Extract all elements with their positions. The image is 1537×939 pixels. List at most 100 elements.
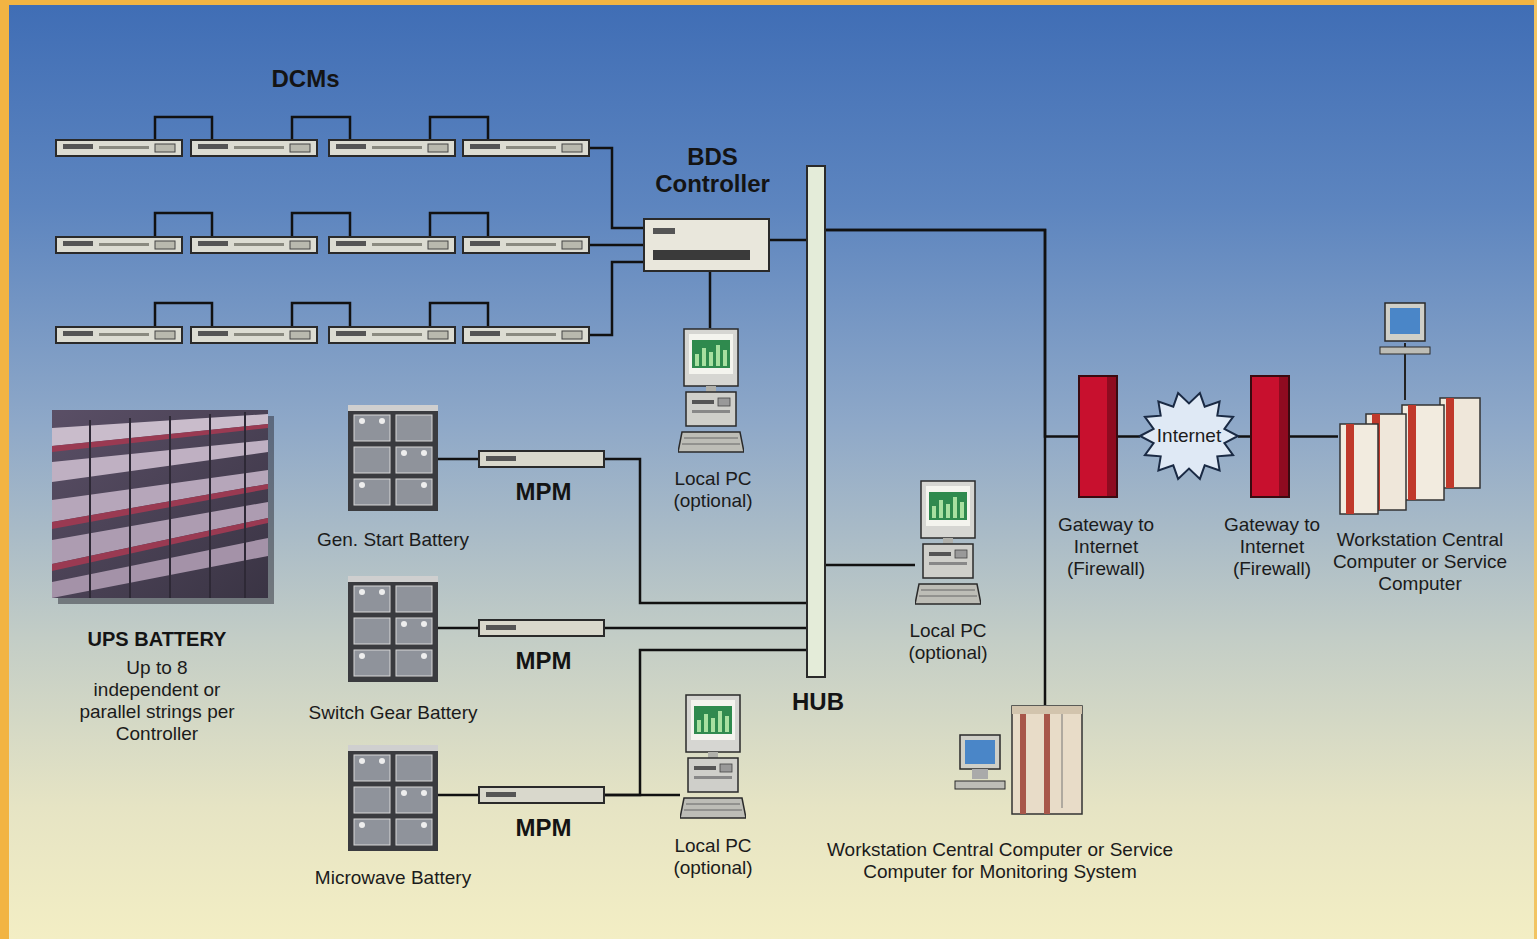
dcm-jumper bbox=[155, 213, 212, 236]
wire bbox=[590, 244, 643, 247]
wire bbox=[605, 650, 806, 795]
dcm-module bbox=[56, 140, 182, 156]
label-block: BDS Controller bbox=[638, 143, 788, 198]
dcm-jumper bbox=[430, 303, 488, 326]
device-label: Local PC (optional) bbox=[900, 620, 996, 664]
dcm-module bbox=[329, 140, 455, 156]
label-block: Local PC (optional) bbox=[665, 468, 761, 512]
ups-photo bbox=[52, 410, 274, 604]
wire bbox=[438, 458, 478, 461]
dcm-jumper bbox=[430, 117, 488, 139]
workstation-picture bbox=[1380, 347, 1430, 354]
dcm-module bbox=[56, 237, 182, 253]
wire bbox=[1118, 435, 1140, 438]
mpm-module: MPM bbox=[478, 450, 605, 468]
device-label: Internet bbox=[1157, 425, 1221, 447]
label-block: Microwave Battery bbox=[298, 867, 488, 889]
device-label: BDS Controller bbox=[638, 143, 788, 198]
workstation-picture bbox=[955, 781, 1005, 789]
ups-photo bbox=[90, 412, 245, 598]
device-label: Local PC (optional) bbox=[665, 468, 761, 512]
device-label: HUB bbox=[773, 688, 863, 716]
ups-photo bbox=[169, 416, 171, 598]
label-block: Switch Gear Battery bbox=[298, 702, 488, 724]
workstation: Workstation Central Computer or Service … bbox=[1338, 300, 1482, 515]
firewall-gateway: Gateway to Internet (Firewall) bbox=[1078, 375, 1118, 498]
ups-photo bbox=[129, 418, 131, 598]
label-block: DCMs bbox=[236, 65, 376, 93]
dcm-group: DCMs bbox=[55, 117, 590, 344]
local-pc: Local PC (optional) bbox=[915, 480, 981, 610]
wire bbox=[605, 627, 806, 630]
ups-battery: UPS BATTERYUp to 8 independent or parall… bbox=[52, 410, 268, 598]
wire bbox=[1238, 435, 1250, 438]
device-label: MPM bbox=[494, 814, 594, 842]
dcm-jumper bbox=[292, 213, 350, 236]
pc-picture bbox=[678, 329, 981, 818]
label-block: UPS BATTERYUp to 8 independent or parall… bbox=[72, 628, 242, 744]
label-block: Workstation Central Computer or Service … bbox=[1328, 529, 1513, 595]
workstation-picture bbox=[965, 740, 995, 764]
dcm-jumper bbox=[430, 213, 488, 236]
wire bbox=[770, 239, 806, 242]
wire bbox=[826, 230, 1045, 705]
wire bbox=[438, 794, 478, 797]
workstation: Workstation Central Computer or Service … bbox=[955, 705, 1085, 817]
workstation-picture bbox=[1408, 405, 1416, 500]
wire bbox=[826, 564, 915, 567]
internet-cloud: Internet bbox=[1140, 392, 1238, 480]
battery-picture bbox=[348, 745, 438, 851]
dcm-module bbox=[463, 327, 589, 343]
device-label: Local PC (optional) bbox=[665, 835, 761, 879]
dcm-module bbox=[191, 237, 317, 253]
device-label: MPM bbox=[494, 647, 594, 675]
label-block: Workstation Central Computer or Service … bbox=[815, 839, 1185, 883]
label-block: MPM bbox=[494, 814, 594, 842]
page-frame bbox=[0, 0, 1537, 5]
battery: Switch Gear Battery bbox=[348, 576, 438, 682]
hub-bar: HUB bbox=[806, 165, 826, 678]
pc-picture bbox=[680, 695, 746, 818]
local-pc: Local PC (optional) bbox=[678, 328, 744, 458]
ups-photo bbox=[52, 424, 268, 452]
dcm-module bbox=[329, 327, 455, 343]
dcm-module bbox=[463, 140, 589, 156]
ups-photo bbox=[244, 412, 246, 598]
battery-picture bbox=[348, 405, 438, 851]
device-label: Workstation Central Computer or Service … bbox=[1328, 529, 1513, 595]
dcm-module bbox=[329, 237, 455, 253]
workstation-picture bbox=[1390, 308, 1420, 334]
ups-photo bbox=[209, 414, 211, 598]
workstation-picture bbox=[1346, 424, 1354, 514]
local-pc: Local PC (optional) bbox=[680, 693, 746, 825]
page-frame bbox=[0, 0, 9, 939]
cloud-outline bbox=[1140, 393, 1238, 479]
dcm-jumper bbox=[155, 303, 212, 326]
workstation-picture bbox=[1440, 398, 1480, 488]
dcm-jumper bbox=[292, 117, 350, 139]
device-label: Microwave Battery bbox=[298, 867, 488, 889]
wire bbox=[709, 272, 712, 328]
label-block: Gateway to Internet (Firewall) bbox=[1217, 514, 1327, 580]
dcm-module bbox=[191, 140, 317, 156]
label-block: Local PC (optional) bbox=[665, 835, 761, 879]
workstation-picture bbox=[1402, 405, 1444, 500]
pc-picture bbox=[678, 329, 744, 452]
ups-photo bbox=[52, 518, 268, 571]
dcm-module bbox=[191, 327, 317, 343]
ups-photo bbox=[52, 484, 268, 529]
battery-picture bbox=[348, 405, 438, 511]
wire bbox=[438, 627, 478, 630]
device-label: MPM bbox=[494, 478, 594, 506]
device-label: Gateway to Internet (Firewall) bbox=[1051, 514, 1161, 580]
battery: Microwave Battery bbox=[348, 745, 438, 851]
workstation-picture bbox=[1020, 706, 1026, 814]
ups-photo bbox=[52, 410, 268, 598]
device-label: Gen. Start Battery bbox=[298, 529, 488, 551]
label-block: Gen. Start Battery bbox=[298, 529, 488, 551]
label-block: Internet bbox=[1157, 425, 1221, 447]
device-label: Switch Gear Battery bbox=[298, 702, 488, 724]
